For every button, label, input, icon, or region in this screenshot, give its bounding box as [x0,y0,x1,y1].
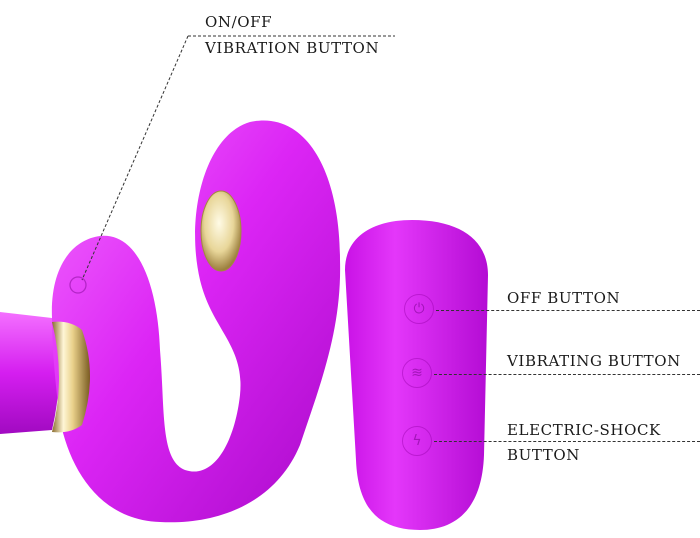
label-vibration-button: VIBRATION BUTTON [205,39,380,57]
leader-shock [434,441,700,442]
label-off-button: OFF BUTTON [507,289,621,307]
power-icon: ⏻ [413,301,425,317]
handle-shaft [0,312,59,434]
label-shock-button: BUTTON [507,446,580,464]
lightning-bolt-icon: ϟ [412,433,422,449]
label-electric-shock: ELECTRIC-SHOCK [507,421,661,439]
electric-shock-button[interactable]: ϟ [402,426,432,456]
label-on-off: ON/OFF [205,13,273,31]
off-button[interactable]: ⏻ [404,294,434,324]
gold-ring [52,321,90,433]
leader-vibrating [434,374,700,375]
gold-oval-contact [200,190,242,272]
label-vibrating-button: VIBRATING BUTTON [507,352,681,370]
vibration-wave-icon: ≋ [411,365,423,381]
leader-off [436,310,700,311]
vibrating-button[interactable]: ≋ [402,358,432,388]
body-power-button [69,276,87,294]
main-body [51,120,341,523]
